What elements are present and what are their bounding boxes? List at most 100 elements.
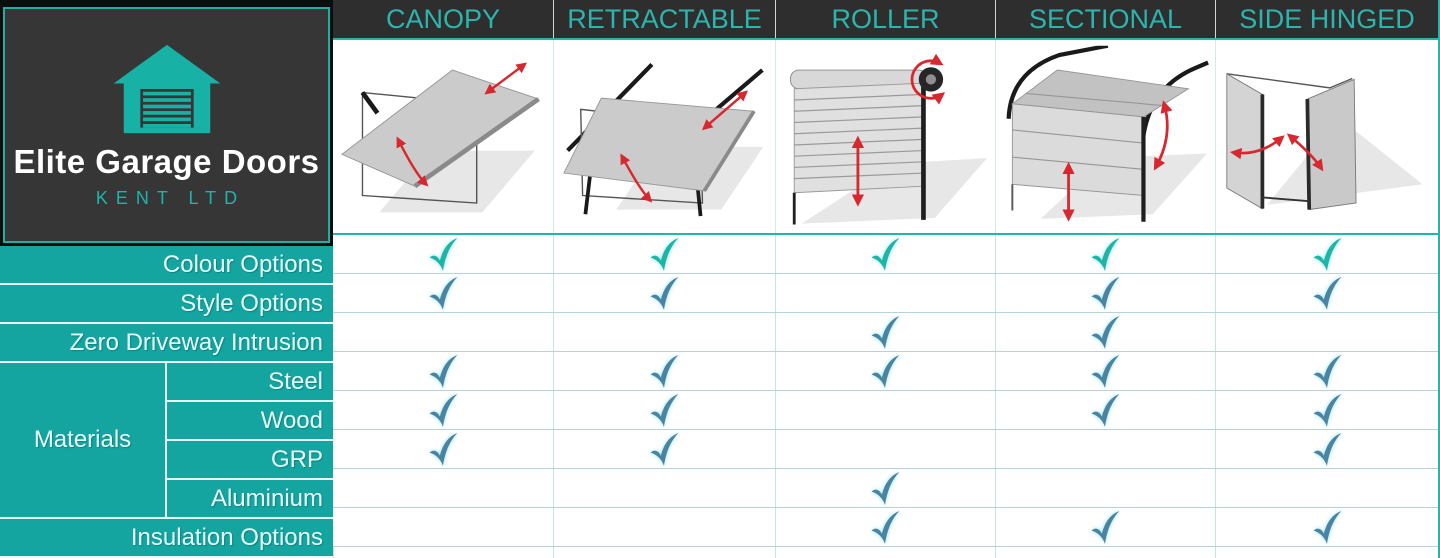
table-row-aluminium — [333, 469, 1438, 508]
brand-title: Elite Garage Doors — [13, 143, 320, 180]
sectional-door-illustration — [995, 40, 1215, 233]
table-row-style-options — [333, 274, 1438, 313]
check-cell — [553, 430, 775, 468]
check-cell — [775, 235, 995, 273]
table-row-steel — [333, 352, 1438, 391]
check-cell — [995, 508, 1215, 546]
check-cell — [775, 352, 995, 390]
check-cell — [995, 547, 1215, 558]
check-icon — [870, 315, 901, 350]
check-icon — [428, 354, 459, 389]
check-cell — [1215, 508, 1438, 546]
check-cell — [1215, 391, 1438, 429]
check-icon — [428, 276, 459, 311]
check-cell — [1215, 469, 1438, 507]
check-cell — [775, 469, 995, 507]
check-cell — [1215, 547, 1438, 558]
check-icon — [1090, 510, 1121, 545]
check-cell — [995, 391, 1215, 429]
check-cell — [995, 352, 1215, 390]
check-cell — [775, 547, 995, 558]
check-cell — [995, 430, 1215, 468]
check-cell — [775, 313, 995, 351]
check-cell — [553, 391, 775, 429]
check-icon — [428, 237, 459, 272]
row-label-insulation-options: Insulation Options — [0, 519, 333, 558]
check-icon — [870, 354, 901, 389]
check-icon — [870, 237, 901, 272]
table-row-zero-driveway-intrusion — [333, 313, 1438, 352]
check-cell — [333, 430, 553, 468]
check-cell — [333, 352, 553, 390]
column-header-side-hinged: SIDE HINGED — [1215, 0, 1438, 38]
check-icon — [1090, 276, 1121, 311]
garage-house-icon — [113, 44, 220, 134]
check-cell — [995, 274, 1215, 312]
check-cell — [333, 235, 553, 273]
check-cell — [995, 469, 1215, 507]
table-row-wood — [333, 391, 1438, 430]
check-icon — [1312, 510, 1343, 545]
check-icon — [1090, 393, 1121, 428]
check-icon — [1312, 237, 1343, 272]
row-label-grp: GRP — [167, 441, 333, 480]
check-cell — [333, 508, 553, 546]
check-cell — [775, 274, 995, 312]
check-cell — [333, 313, 553, 351]
check-cell — [1215, 352, 1438, 390]
check-icon — [649, 237, 680, 272]
materials-group-label: Materials — [0, 363, 167, 519]
check-cell — [553, 352, 775, 390]
check-cell — [333, 391, 553, 429]
check-icon — [1312, 393, 1343, 428]
check-icon — [870, 510, 901, 545]
check-icon — [649, 276, 680, 311]
check-icon — [649, 432, 680, 467]
check-cell — [775, 391, 995, 429]
column-header-canopy: CANOPY — [385, 3, 501, 34]
check-cell — [995, 235, 1215, 273]
check-cell — [995, 313, 1215, 351]
brand-subtitle: KENT LTD — [95, 188, 246, 208]
check-icon — [649, 393, 680, 428]
row-label-steel: Steel — [167, 363, 333, 402]
check-icon — [870, 471, 901, 506]
check-icon — [1090, 354, 1121, 389]
row-label-zero-driveway-intrusion: Zero Driveway Intrusion — [0, 324, 333, 363]
check-icon — [1090, 237, 1121, 272]
brand-logo: Elite Garage Doors KENT LTD — [3, 7, 330, 243]
check-icon — [1312, 276, 1343, 311]
illustration-row — [333, 40, 1438, 235]
check-icon — [1090, 315, 1121, 350]
row-label-wood: Wood — [167, 402, 333, 441]
row-label-colour-options: Colour Options — [0, 246, 333, 285]
check-icon — [428, 432, 459, 467]
materials-group: Materials Steel Wood GRP Aluminium — [0, 363, 333, 519]
check-cell — [333, 469, 553, 507]
column-header-retractable: RETRACTABLE — [553, 0, 775, 38]
check-cell — [333, 274, 553, 312]
check-cell — [553, 313, 775, 351]
check-cell — [553, 508, 775, 546]
check-icon — [649, 354, 680, 389]
check-cell — [553, 547, 775, 558]
check-cell — [1215, 430, 1438, 468]
check-icon — [428, 393, 459, 428]
check-cell — [553, 274, 775, 312]
check-cell — [1215, 313, 1438, 351]
check-cell — [775, 508, 995, 546]
canopy-door-illustration — [333, 40, 553, 233]
table-row-colour-options — [333, 235, 1438, 274]
roller-door-illustration — [775, 40, 995, 233]
check-cell — [775, 430, 995, 468]
door-type-matrix: CANOPY RETRACTABLE ROLLER SECTIONAL SIDE… — [333, 0, 1440, 558]
check-icon — [1312, 432, 1343, 467]
table-row-grp — [333, 430, 1438, 469]
check-icon — [1312, 354, 1343, 389]
row-label-column: Elite Garage Doors KENT LTD Colour Optio… — [0, 0, 333, 558]
check-cell — [333, 547, 553, 558]
check-cell — [553, 469, 775, 507]
column-header-sectional: SECTIONAL — [995, 0, 1215, 38]
column-header-roller: ROLLER — [775, 0, 995, 38]
